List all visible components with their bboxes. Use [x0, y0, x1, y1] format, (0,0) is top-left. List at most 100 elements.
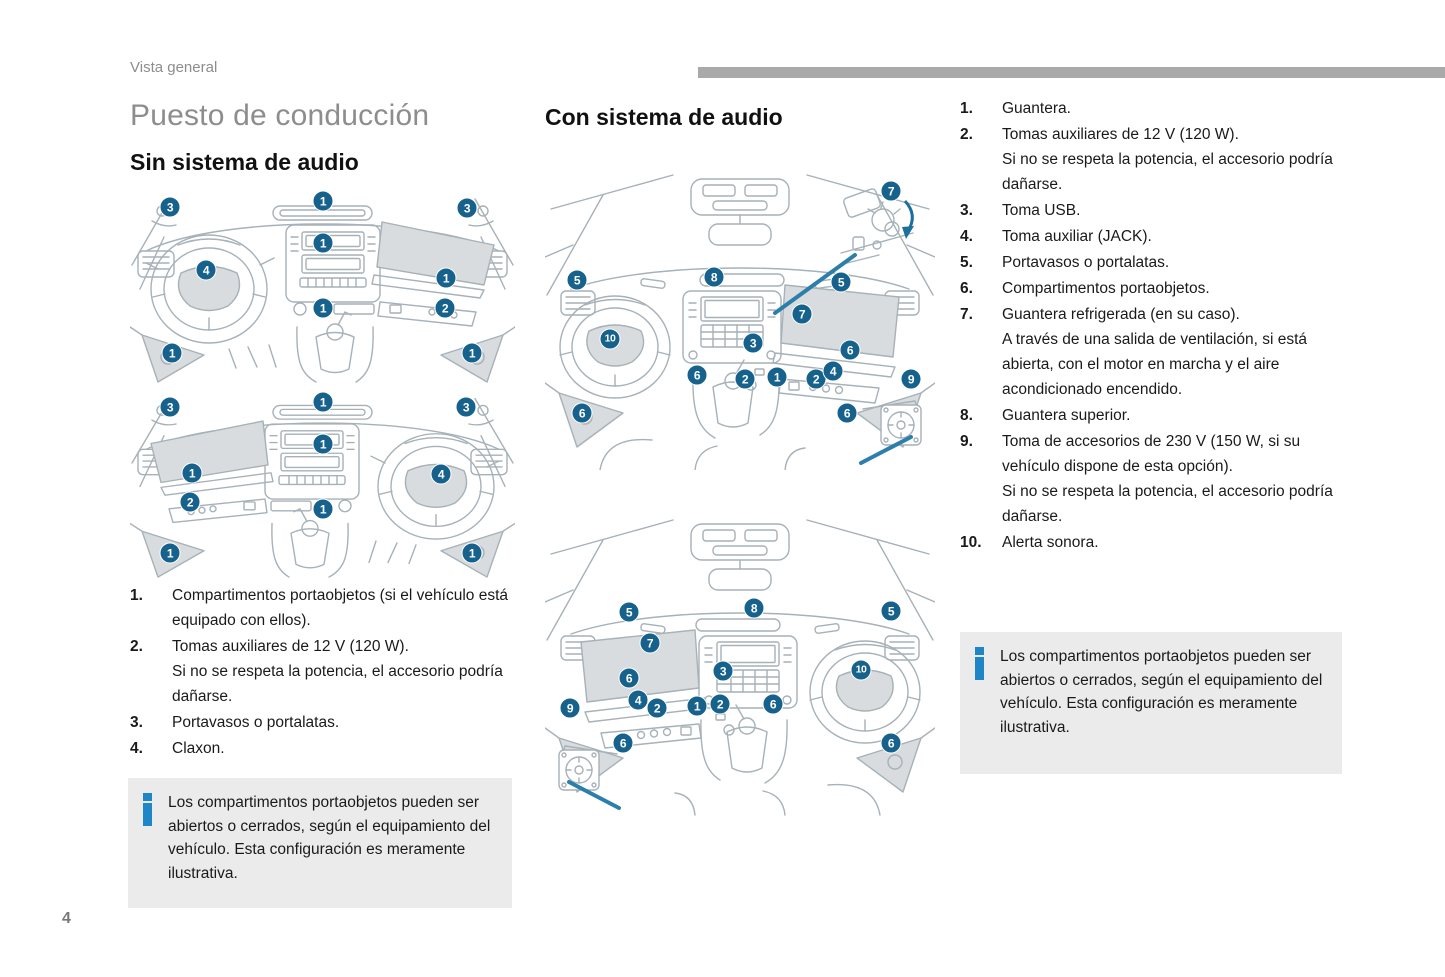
header-rule: [698, 67, 1445, 78]
callout-badge-8: 8: [743, 597, 765, 619]
item-text: Portavasos o portalatas.: [1002, 254, 1170, 271]
callout-badge-5: 5: [880, 600, 902, 622]
item-text: Tomas auxiliares de 12 V (120 W). Si no …: [172, 638, 503, 705]
callout-badge-6: 6: [880, 732, 902, 754]
callout-badge-6: 6: [839, 339, 861, 361]
list-item: 4. Claxon.: [130, 736, 515, 761]
note-box-right: Los compartimentos portaobjetos pueden s…: [960, 632, 1342, 774]
callout-badge-1: 1: [161, 342, 183, 364]
callout-badge-4: 4: [627, 689, 649, 711]
list-sin-audio: 1. Compartimentos portaobjetos (si el ve…: [130, 583, 515, 762]
callout-badge-7: 7: [639, 632, 661, 654]
list-item: 1. Guantera.: [960, 96, 1345, 121]
dashboard-illustration: [545, 518, 935, 817]
callout-badge-6: 6: [571, 402, 593, 424]
info-icon: [143, 793, 152, 826]
item-number: 9.: [960, 433, 973, 450]
dashboard-illustration: [545, 173, 935, 470]
callout-badge-2: 2: [734, 368, 756, 390]
callout-badge-3: 3: [742, 332, 764, 354]
breadcrumb: Vista general: [130, 59, 218, 76]
callout-badge-2: 2: [709, 693, 731, 715]
callout-badge-1: 1: [312, 433, 334, 455]
callout-badge-3: 3: [455, 396, 477, 418]
callout-badge-2: 2: [434, 297, 456, 319]
item-number: 6.: [960, 280, 973, 297]
callout-badge-2: 2: [646, 697, 668, 719]
item-text: Toma auxiliar (JACK).: [1002, 228, 1152, 245]
list-con-audio: 1. Guantera. 2. Tomas auxiliares de 12 V…: [960, 96, 1345, 556]
callout-badge-7: 7: [791, 303, 813, 325]
item-number: 4.: [960, 228, 973, 245]
callout-badge-5: 5: [618, 601, 640, 623]
callout-badge-10: 10: [599, 328, 621, 350]
item-number: 1.: [130, 587, 143, 604]
list-item: 2. Tomas auxiliares de 12 V (120 W). Si …: [130, 634, 515, 709]
callout-badge-1: 1: [686, 695, 708, 717]
callout-badge-6: 6: [762, 693, 784, 715]
page-title: Puesto de conducción: [130, 99, 430, 132]
callout-badge-10: 10: [850, 659, 872, 681]
item-text: Compartimentos portaobjetos (si el vehíc…: [172, 587, 508, 629]
item-number: 10.: [960, 534, 982, 551]
item-number: 7.: [960, 306, 973, 323]
item-text: Toma USB.: [1002, 202, 1081, 219]
callout-badge-4: 4: [195, 259, 217, 281]
callout-badge-6: 6: [618, 667, 640, 689]
callout-badge-9: 9: [900, 368, 922, 390]
item-number: 8.: [960, 407, 973, 424]
item-number: 5.: [960, 254, 973, 271]
item-number: 1.: [960, 100, 973, 117]
list-item: 5. Portavasos o portalatas.: [960, 250, 1345, 275]
callout-badge-1: 1: [435, 267, 457, 289]
item-number: 3.: [960, 202, 973, 219]
list-item: 4. Toma auxiliar (JACK).: [960, 224, 1345, 249]
callout-badge-4: 4: [822, 360, 844, 382]
item-number: 4.: [130, 740, 143, 757]
note-text: Los compartimentos portaobjetos pueden s…: [168, 794, 491, 882]
list-item: 8. Guantera superior.: [960, 403, 1345, 428]
page-number: 4: [62, 910, 71, 927]
callout-badge-8: 8: [703, 266, 725, 288]
item-text: Claxon.: [172, 740, 225, 757]
item-number: 2.: [960, 126, 973, 143]
item-text: Portavasos o portalatas.: [172, 714, 340, 731]
list-item: 7. Guantera refrigerada (en su caso). A …: [960, 302, 1345, 402]
item-number: 2.: [130, 638, 143, 655]
list-item: 3. Portavasos o portalatas.: [130, 710, 515, 735]
section-title-con-audio: Con sistema de audio: [545, 104, 783, 130]
item-text: Guantera refrigerada (en su caso). A tra…: [1002, 306, 1308, 398]
callout-badge-1: 1: [461, 342, 483, 364]
item-text: Guantera superior.: [1002, 407, 1131, 424]
callout-badge-4: 4: [430, 463, 452, 485]
list-item: 1. Compartimentos portaobjetos (si el ve…: [130, 583, 515, 633]
item-text: Compartimentos portaobjetos.: [1002, 280, 1210, 297]
list-item: 9. Toma de accesorios de 230 V (150 W, s…: [960, 429, 1345, 529]
callout-badge-9: 9: [559, 697, 581, 719]
callout-badge-1: 1: [461, 542, 483, 564]
list-item: 2. Tomas auxiliares de 12 V (120 W). Si …: [960, 122, 1345, 197]
callout-badge-5: 5: [566, 269, 588, 291]
callout-badge-1: 1: [312, 498, 334, 520]
callout-badge-7: 7: [880, 180, 902, 202]
callout-badge-3: 3: [159, 396, 181, 418]
callout-badge-3: 3: [712, 660, 734, 682]
callout-badge-6: 6: [686, 364, 708, 386]
item-text: Guantera.: [1002, 100, 1071, 117]
note-text: Los compartimentos portaobjetos pueden s…: [1000, 648, 1323, 736]
dashboard-illustration: [130, 198, 515, 383]
callout-badge-3: 3: [159, 196, 181, 218]
callout-badge-1: 1: [312, 391, 334, 413]
callout-badge-6: 6: [836, 402, 858, 424]
callout-badge-2: 2: [179, 491, 201, 513]
note-box-left: Los compartimentos portaobjetos pueden s…: [128, 778, 512, 908]
list-item: 3. Toma USB.: [960, 198, 1345, 223]
info-icon: [975, 647, 984, 680]
item-text: Toma de accesorios de 230 V (150 W, si s…: [1002, 433, 1333, 525]
callout-badge-1: 1: [312, 297, 334, 319]
callout-badge-1: 1: [181, 462, 203, 484]
